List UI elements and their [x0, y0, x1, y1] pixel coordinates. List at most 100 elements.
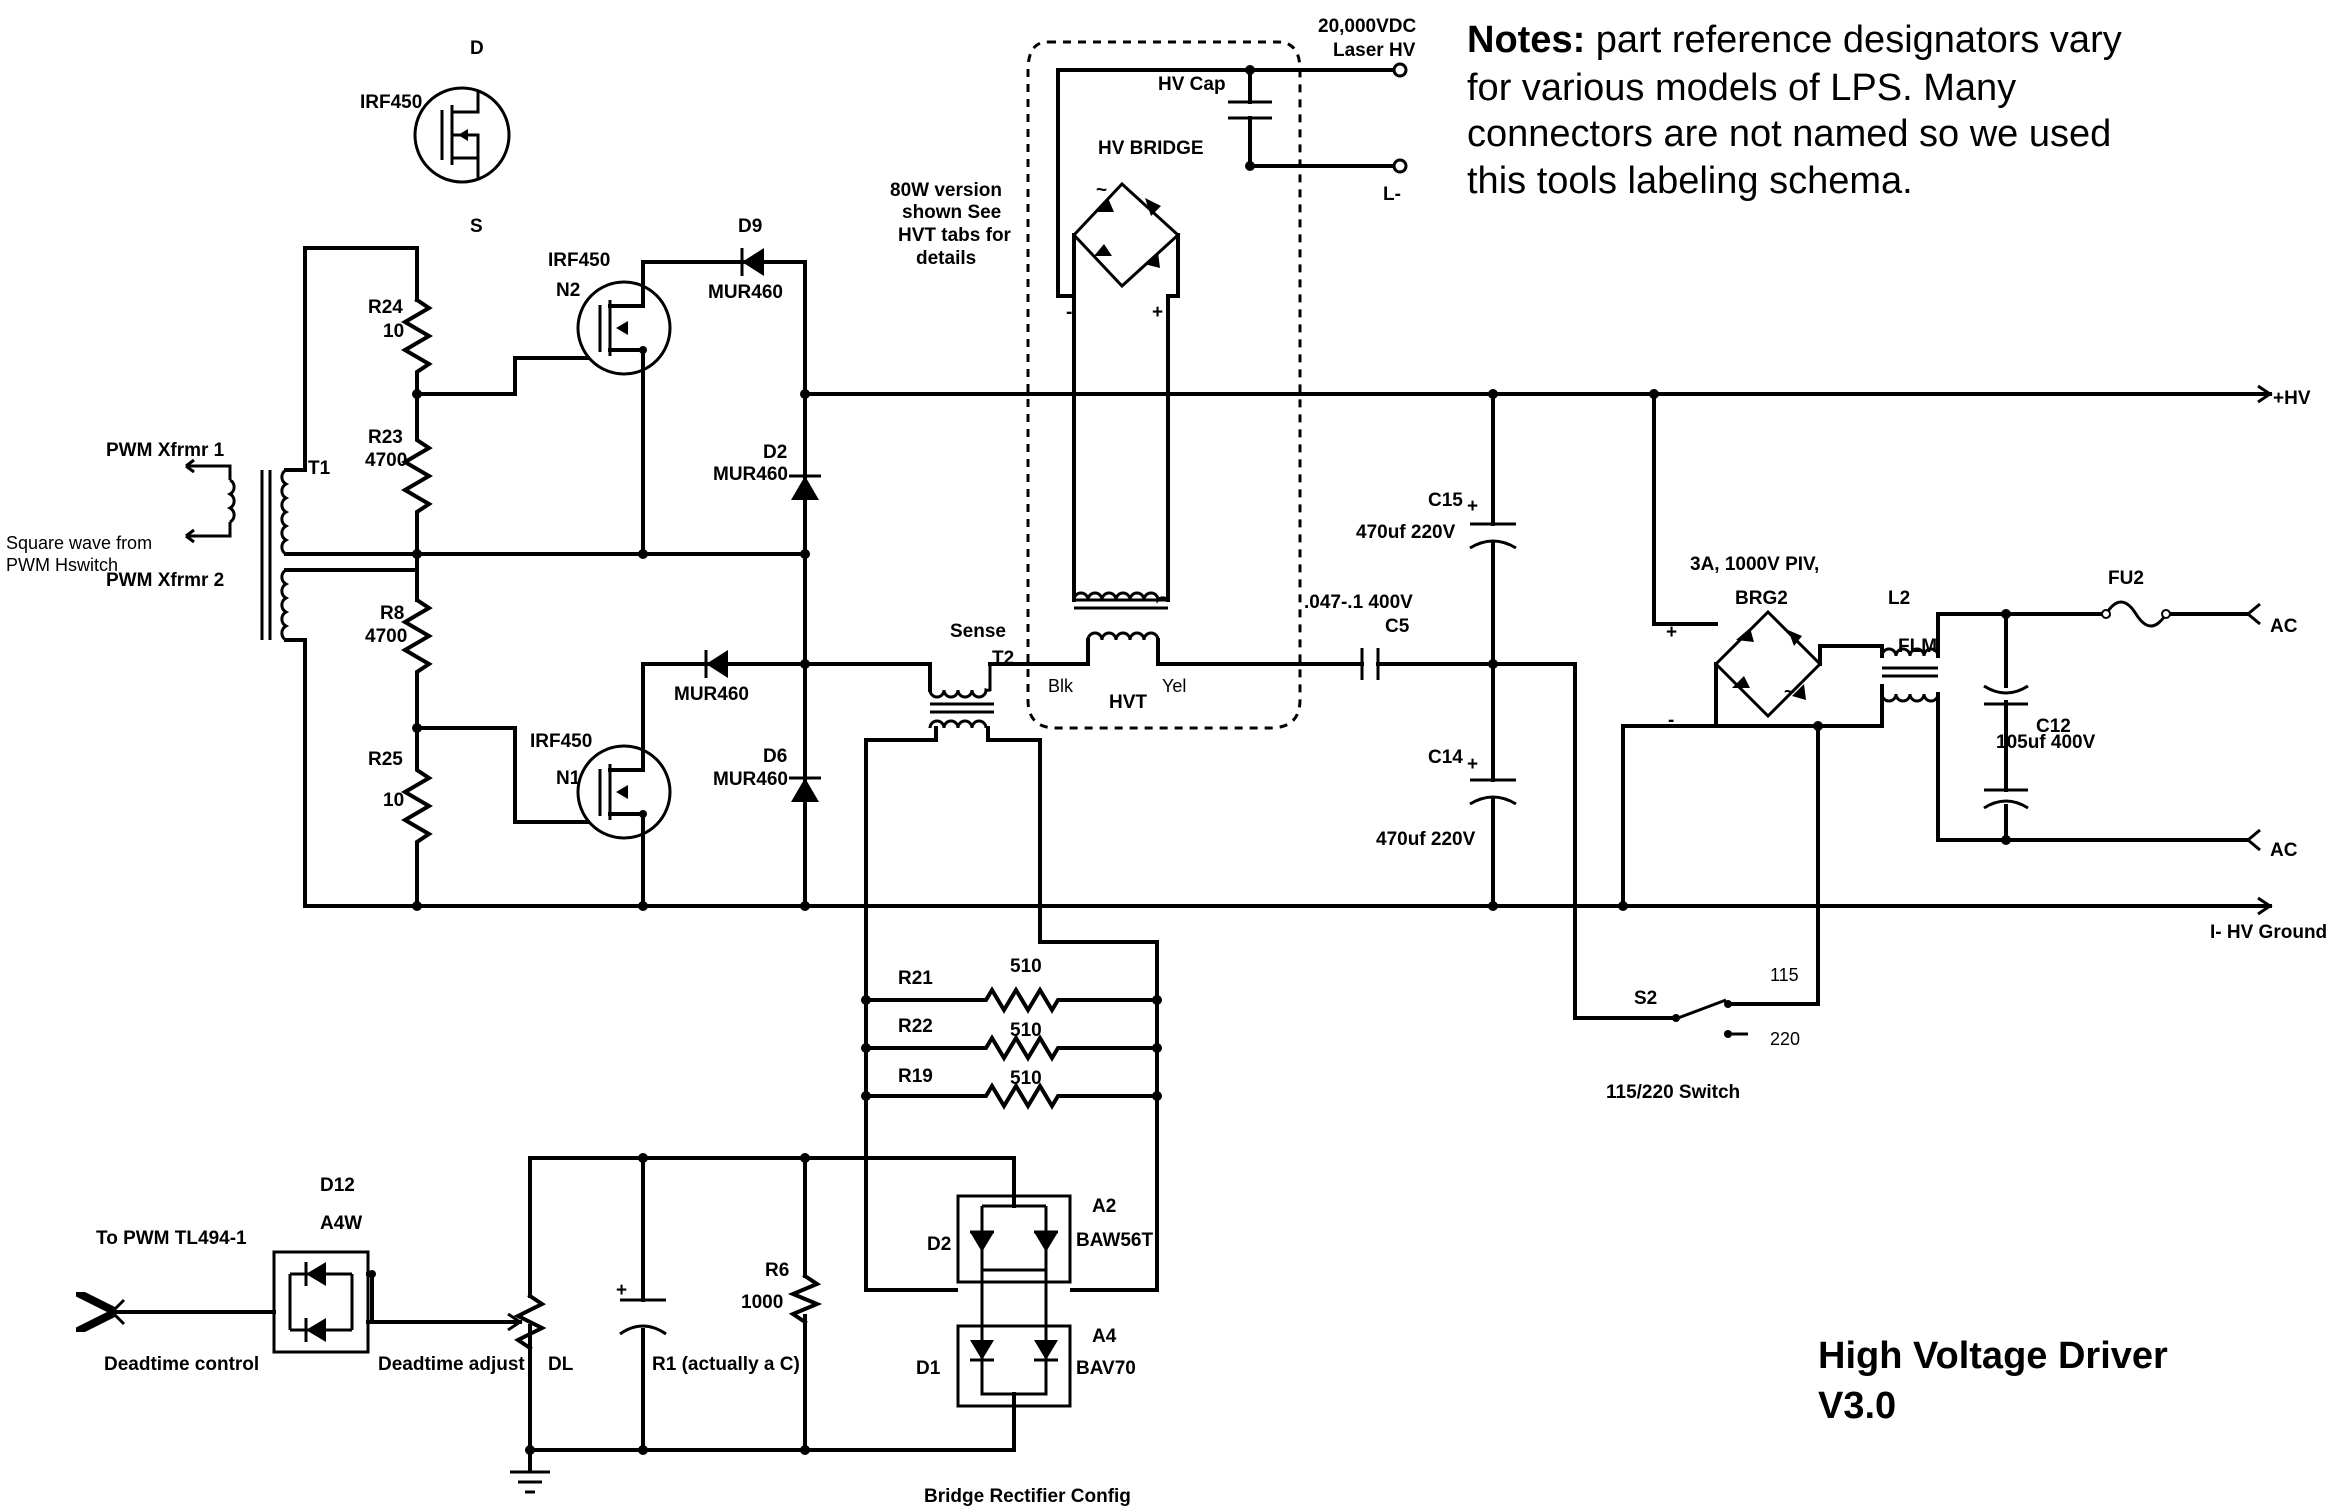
- d3-part-label: MUR460: [674, 684, 749, 705]
- hv-output-label-2: Laser HV: [1333, 40, 1416, 61]
- r22-value: 510: [1010, 1020, 1042, 1041]
- hvt-yel-label: Yel: [1162, 676, 1186, 696]
- n1-part-label: IRF450: [530, 731, 592, 752]
- hv-plus-label: +HV: [2273, 388, 2311, 409]
- r21-label: R21: [898, 968, 933, 989]
- d2-label: D2: [763, 442, 787, 463]
- r23-value: 4700: [365, 450, 407, 471]
- d12-package: [272, 1250, 370, 1354]
- deadtime-adjust-arrow-icon: [507, 1312, 523, 1332]
- c14-label: C14: [1428, 747, 1463, 768]
- c14-value: 470uf 220V: [1376, 829, 1476, 850]
- sense-resistors: R21 510 R22 510 R19 510: [861, 956, 1162, 1110]
- sense-transformer-t2: Sense T2: [803, 621, 1159, 1292]
- r6-label: R6: [765, 1260, 789, 1281]
- sense-label: Sense: [950, 621, 1006, 642]
- to-pwm-label: To PWM TL494-1: [96, 1228, 247, 1249]
- r8-label: R8: [380, 603, 404, 624]
- c12-label: C12: [2036, 716, 2071, 737]
- s2-label: S2: [1634, 988, 1657, 1009]
- d6-part-label: MUR460: [713, 769, 788, 790]
- notes-line-2: for various models of LPS. Many: [1467, 67, 2016, 109]
- bav70-label: BAV70: [1076, 1358, 1136, 1379]
- r21-value: 510: [1010, 956, 1042, 977]
- notes-line-4: this tools labeling schema.: [1467, 160, 1913, 202]
- legend-mosfet-icon: [413, 86, 511, 184]
- square-wave-label-2: PWM Hswitch: [6, 555, 118, 575]
- d6-label: D6: [763, 746, 787, 767]
- notes-prefix: Notes:: [1467, 19, 1585, 61]
- ac-label-1: AC: [2270, 616, 2298, 637]
- hv-section: 80W version shown See HVT tabs for detai…: [890, 16, 1417, 730]
- legend-part-label: IRF450: [360, 92, 422, 113]
- hv-desc-line-3: HVT tabs for: [898, 225, 1012, 246]
- switch-220-label: 220: [1770, 1029, 1800, 1049]
- hv-plus-rail: +HV I- HV Ground: [803, 384, 2327, 943]
- c15-value: 470uf 220V: [1356, 522, 1456, 543]
- fu2-label: FU2: [2108, 568, 2144, 589]
- n2-part-label: IRF450: [548, 250, 610, 271]
- brg-plus: +: [1666, 622, 1677, 643]
- c15-plus: +: [1467, 496, 1478, 517]
- brg2-bridge-icon: [1713, 609, 1823, 719]
- hv-output-label-1: 20,000VDC: [1318, 16, 1417, 37]
- r24-label: R24: [368, 297, 403, 318]
- legend-source-label: S: [470, 216, 483, 237]
- r23-label: R23: [368, 427, 403, 448]
- bridge-rectifier-config: A2 BAW56T D2 A4 BAV70 D1 Bridge Rectifie…: [525, 1153, 1159, 1507]
- legend-drain-label: D: [470, 38, 484, 59]
- notes-block: Notes: part reference designators vary f…: [1467, 19, 2122, 202]
- square-wave-label-1: Square wave from: [6, 533, 152, 553]
- ac-label-2: AC: [2270, 840, 2298, 861]
- hv-desc-line-4: details: [916, 248, 976, 269]
- output-capacitors: .047-.1 400V C5 C15 470uf 220V + C14 470…: [1304, 392, 1628, 911]
- deadtime-section: D12 A4W To PWM TL494-1 Deadtime control …: [96, 1175, 823, 1494]
- title-line-2: V3.0: [1818, 1385, 1896, 1427]
- deadtime-adjust-label: Deadtime adjust: [378, 1354, 525, 1375]
- switch-115-label: 115: [1770, 965, 1799, 985]
- bridge-plus-label: +: [1152, 302, 1163, 323]
- d9-label: D9: [738, 216, 762, 237]
- hvt-label: HVT: [1109, 692, 1147, 713]
- hv-desc-line-2: shown See: [902, 202, 1001, 223]
- r25-label: R25: [368, 749, 403, 770]
- c5-label: C5: [1385, 616, 1410, 637]
- mosfet-legend: D S IRF450: [360, 38, 511, 237]
- clamp-diodes: D9 MUR460 D2 MUR460 MUR460 D6 MUR460: [638, 216, 821, 911]
- notes-line-1: part reference designators vary: [1585, 19, 2122, 61]
- hv-desc-line-1: 80W version: [890, 180, 1002, 201]
- n1-label: N1: [556, 768, 581, 789]
- brg-minus: -: [1668, 710, 1674, 731]
- hv-bridge-icon: [1071, 181, 1181, 289]
- l-minus-terminal: [1392, 158, 1408, 174]
- a4-d1-label: D1: [916, 1358, 941, 1379]
- title-line-1: High Voltage Driver: [1818, 1335, 2168, 1377]
- hv-output-terminal: [1392, 62, 1408, 78]
- c5-value: .047-.1 400V: [1304, 592, 1413, 613]
- bridge-tilde-label: ~: [1096, 180, 1107, 201]
- r1-label: R1 (actually a C): [652, 1354, 800, 1375]
- gate-resistors: R24 10 R23 4700 R8 4700 R25 10: [365, 297, 590, 911]
- a2-label: A2: [1092, 1196, 1116, 1217]
- svg-text:Notes: part reference designat: Notes: part reference designators vary: [1467, 19, 2122, 61]
- baw56t-label: BAW56T: [1076, 1230, 1153, 1251]
- hv-cap-label: HV Cap: [1158, 74, 1226, 95]
- n2-label: N2: [556, 280, 580, 301]
- c12-value: 105uf 400V: [1996, 732, 2096, 753]
- ac-input-stage: 3A, 1000V PIV, BRG2 L2 FLM FU2 AC AC C12…: [1573, 392, 2298, 1103]
- mosfet-n2: IRF450 N2: [548, 250, 807, 556]
- l-minus-label: L-: [1383, 184, 1401, 205]
- d12-label: D12: [320, 1175, 355, 1196]
- switch-title-label: 115/220 Switch: [1606, 1082, 1740, 1103]
- pwm-xfrmr-1-label: PWM Xfrmr 1: [106, 440, 225, 461]
- hv-section-boundary: [1026, 40, 1302, 730]
- d9-part-label: MUR460: [708, 282, 783, 303]
- d2-part-label: MUR460: [713, 464, 788, 485]
- dl-label: DL: [548, 1354, 574, 1375]
- deadtime-control-label: Deadtime control: [104, 1354, 259, 1375]
- c14-plus: +: [1467, 754, 1478, 775]
- r19-label: R19: [898, 1066, 933, 1087]
- r22-label: R22: [898, 1016, 933, 1037]
- hv-bridge-label: HV BRIDGE: [1098, 138, 1204, 159]
